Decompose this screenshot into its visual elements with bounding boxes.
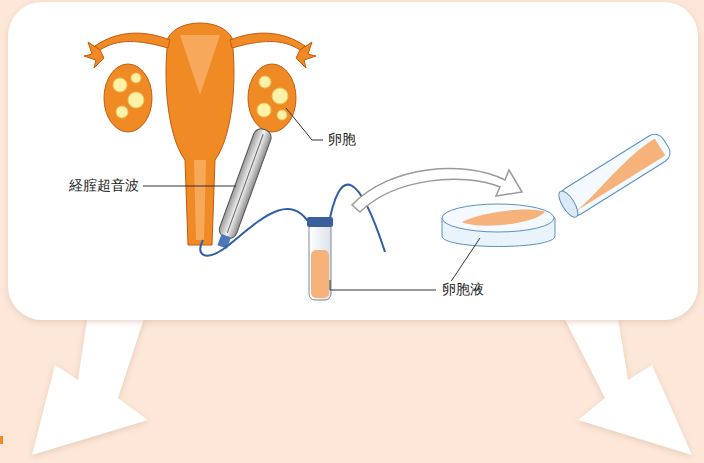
tubing [200,185,385,256]
leader-lines [143,108,480,290]
transvaginal-probe [214,126,274,250]
uterus [84,23,316,245]
part-label: 卵胞 [326,131,358,148]
petri-dish [442,204,555,247]
speech-panel [8,2,698,320]
part-label: 経腟超音波 [67,177,141,194]
ovaries [104,64,296,132]
collection-tube [307,217,333,300]
part-label: 卵胞液 [440,281,486,298]
culture-tube [555,130,674,220]
corner-mark [0,436,3,444]
down-arrows [32,300,692,455]
